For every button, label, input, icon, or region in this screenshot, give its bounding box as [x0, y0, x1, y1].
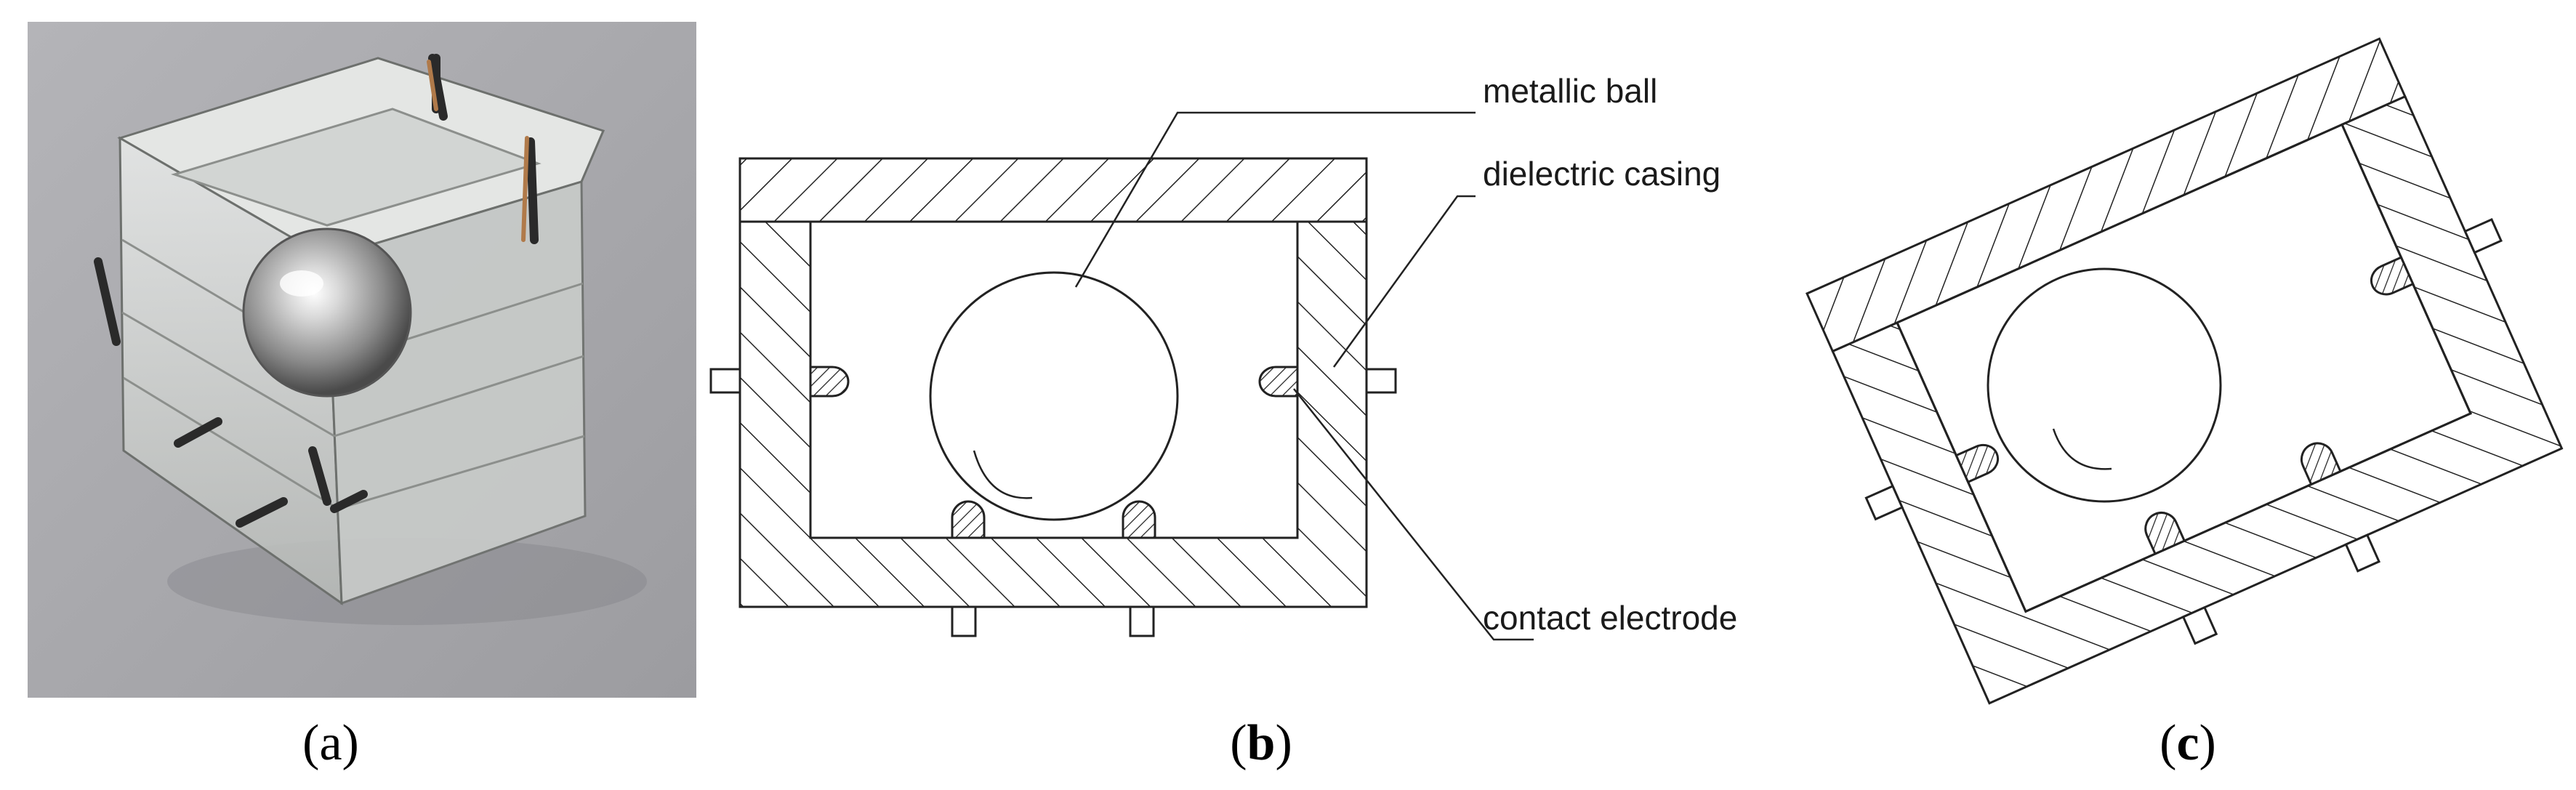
pin-bottom-right [1129, 605, 1155, 637]
label-dielectric-casing: dielectric casing [1483, 155, 1720, 193]
label-contact-electrode: contact electrode [1483, 599, 1737, 637]
pin-left [709, 368, 741, 394]
electrode-bottom-left [951, 500, 986, 539]
leader-electrode [1293, 388, 1534, 641]
electrode-bottom-right [1122, 500, 1156, 539]
panel-b: metallic ball dielectric casing contact … [709, 72, 1737, 771]
panel-c: (c) [1806, 37, 2564, 771]
tilted-metallic-ball [1987, 267, 2222, 503]
switch-photo [28, 22, 696, 698]
metallic-ball [929, 271, 1179, 521]
panel-a: (a) [28, 22, 696, 771]
electrode-left [809, 366, 850, 398]
electrode-right [1258, 366, 1299, 398]
leader-ball [1074, 111, 1476, 288]
tilted-casing-lid [1806, 37, 2407, 353]
pin-right [1365, 368, 1397, 394]
caption-a: (a) [302, 715, 359, 771]
label-metallic-ball: metallic ball [1483, 72, 1657, 110]
dielectric-casing [738, 220, 1368, 608]
metal-ball [242, 227, 412, 398]
casing-lid [738, 157, 1368, 223]
caption-c: (c) [2160, 715, 2216, 771]
caption-b: (b) [1230, 715, 1292, 771]
pin-bottom-left [951, 605, 977, 637]
leader-casing [1332, 195, 1476, 368]
